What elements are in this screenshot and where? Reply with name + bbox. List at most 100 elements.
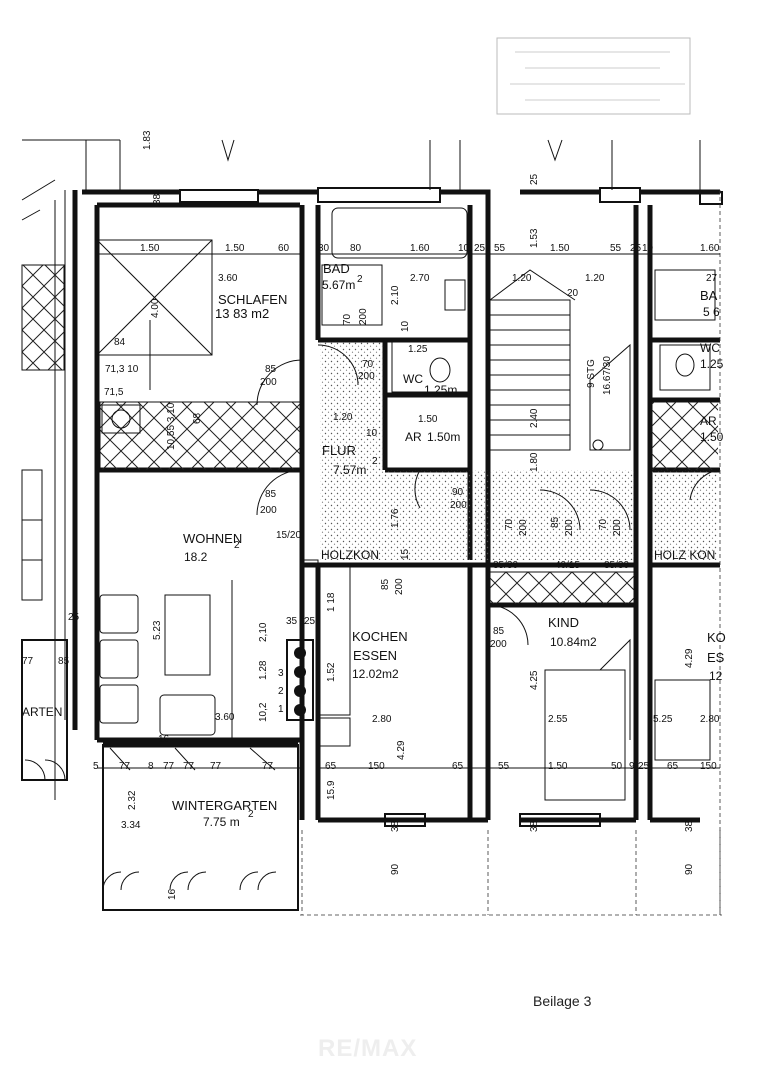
dim-200e: 200	[260, 505, 277, 516]
dim-200h: 200	[612, 519, 623, 536]
room-bad-area: 5.67m	[322, 278, 355, 292]
dim-150e: 150	[368, 761, 385, 772]
room-wintergarten-area: 7.75 m	[203, 815, 240, 829]
furniture	[99, 404, 711, 801]
room-schlafen-name: SCHLAFEN	[218, 292, 287, 307]
dim-180: 1.80	[529, 452, 540, 472]
dim-360b: 3.60	[215, 712, 235, 723]
dim-16b: 16	[167, 888, 178, 900]
dim-200j: 200	[490, 639, 507, 650]
dim-65c: 65	[667, 761, 679, 772]
dim-8530: 85/30	[493, 560, 518, 571]
dim-200g: 200	[564, 519, 575, 536]
dim-176: 1.76	[390, 508, 401, 528]
dim-200d: 200	[450, 500, 467, 511]
dim-152: 1.52	[326, 662, 337, 682]
dim-153: 1.53	[529, 228, 540, 248]
dim-715: 71,5	[104, 387, 124, 398]
dim-400: 4.00	[150, 298, 161, 318]
dim-210b: 2,10	[258, 622, 269, 642]
room-wohnen-sup: 2	[234, 540, 240, 551]
dim-120a: 1.20	[512, 273, 532, 284]
dim-60: 60	[278, 243, 290, 254]
room-ko-right-area: 12	[709, 669, 723, 683]
dim-150a: 1.50	[140, 243, 160, 254]
dim-71: 71,3 10	[105, 364, 139, 375]
room-holzkon-2: HOLZ KON	[654, 548, 715, 562]
dim-775e: 77	[183, 761, 195, 772]
dim-200a: 200	[358, 308, 369, 325]
dim-35: 35	[286, 616, 298, 627]
dim-5: 5	[93, 761, 99, 772]
stairs	[489, 269, 631, 451]
dim-50: 50	[611, 761, 623, 772]
dim-429b: 4.29	[684, 648, 695, 668]
dim-183: 1.83	[142, 130, 153, 150]
dim-210: 2.10	[390, 285, 401, 305]
room-bad-name: BAD	[323, 261, 350, 276]
dim-90: 90	[452, 487, 464, 498]
meter-label-1: 1	[278, 704, 284, 715]
dim-150d: 1.50	[418, 414, 438, 425]
dim-25e: 25	[304, 616, 316, 627]
room-garten-left: ARTEN	[22, 705, 62, 719]
room-bad-right-area: 5 6	[703, 305, 720, 319]
dim-280: 2.80	[372, 714, 392, 725]
dim-8530b: 85/30	[604, 560, 629, 571]
dim-280r: 2.80	[700, 714, 720, 725]
dim-85d: 85	[380, 578, 391, 590]
room-ar-name: AR	[405, 430, 422, 444]
room-flur-name: FLUR	[322, 443, 356, 458]
dim-128: 1.28	[258, 660, 269, 680]
stamp-box	[496, 37, 691, 115]
dim-150c: 1.50	[550, 243, 570, 254]
dim-10b: 10	[642, 243, 654, 254]
dim-8: 8	[148, 761, 154, 772]
attachment-caption: Beilage 3	[533, 993, 592, 1009]
room-schlafen-area: 13 83 m2	[215, 306, 269, 321]
room-wc-area: 1.25m	[424, 383, 457, 397]
dim-38b: 38	[390, 820, 401, 832]
dim-120c: 1.20	[333, 412, 353, 423]
dim-38a: 38	[152, 193, 163, 205]
dim-150g: 150	[700, 761, 717, 772]
dim-775d: 77	[262, 761, 274, 772]
lower-dashes	[300, 190, 722, 916]
dim-10d: 10	[366, 428, 378, 439]
room-flur-sup: 2	[372, 456, 378, 467]
dim-334: 3.34	[121, 820, 141, 831]
room-wc-right-area: 1.25	[700, 357, 724, 371]
dim-85e: 85	[493, 626, 505, 637]
watermark-logo: RE/MAX	[318, 1035, 418, 1062]
dim-429a: 4.29	[396, 740, 407, 760]
hatch-band-bedroom	[100, 402, 300, 470]
dim-150b: 1.50	[225, 243, 245, 254]
dim-70c: 70	[504, 518, 515, 530]
dim-70b: 70	[362, 359, 374, 370]
dim-10c: 10	[400, 320, 411, 332]
dim-85l: 85	[58, 656, 70, 667]
dim-1055: 10,55 3,10	[166, 402, 177, 450]
dim-118: 1 18	[326, 592, 337, 612]
dim-775c: 77	[210, 761, 222, 772]
flur-stipple	[320, 342, 470, 560]
dim-525: 5.25	[653, 714, 673, 725]
landing-stipple	[472, 470, 634, 560]
dim-1520: 15/20	[276, 530, 301, 541]
dim-102: 10,2	[258, 702, 269, 722]
wardrobe-diagonal	[96, 239, 213, 356]
dim-55b: 55	[610, 243, 622, 254]
room-ar-right-area: 1.50	[700, 430, 724, 444]
dim-16: 16	[158, 734, 170, 745]
room-bad-sup: 2	[357, 274, 363, 285]
dim-85a: 85	[265, 364, 277, 375]
dim-38d: 38	[684, 820, 695, 832]
room-essen-name: ESSEN	[353, 648, 397, 663]
room-wohnen-name: WOHNEN	[183, 531, 242, 546]
dim-15: 15	[400, 548, 411, 560]
room-ko-right-name2: ES	[707, 650, 725, 665]
dim-68: 68	[192, 412, 203, 424]
room-kochen-area: 12.02m2	[352, 667, 399, 681]
dim-rise: 16.67/30	[602, 356, 613, 395]
